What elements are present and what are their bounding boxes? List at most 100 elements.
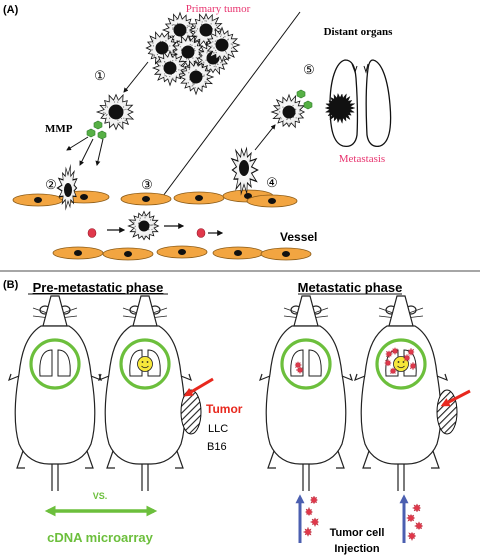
cytoplasm-dot (171, 35, 173, 37)
cytoplasm-dot (282, 106, 284, 108)
panel-b: (B) Pre-metastatic phase Metastatic phas… (3, 279, 471, 555)
cytoplasm-dot (286, 118, 288, 120)
endothelial-nucleus (74, 250, 82, 256)
cytoplasm-dot (193, 48, 196, 50)
cytoplasm-dot (292, 104, 294, 107)
cytoplasm-dot (205, 59, 207, 61)
cytoplasm-dot (299, 110, 301, 112)
cytoplasm-dot (160, 61, 162, 63)
cytoplasm-dot (192, 57, 194, 59)
arrow-to-organ (254, 124, 276, 151)
arrow-mmp-1 (66, 136, 89, 151)
injected-cell (302, 526, 313, 537)
cytoplasm-dot (153, 55, 155, 57)
primary-tumor-label: Primary tumor (186, 3, 251, 15)
cytoplasm-dot (171, 24, 173, 26)
cytoplasm-dot (139, 219, 141, 221)
injected-tumor-cells (302, 495, 424, 542)
cytoplasm-dot (179, 43, 181, 45)
cytoplasm-dot (186, 32, 188, 34)
mouse-tumor-met (354, 295, 458, 491)
right-lung (365, 59, 392, 148)
bronchus (351, 63, 358, 74)
smiley-eye (397, 361, 400, 363)
cytoplasm-dot (175, 59, 177, 61)
cytoplasm-dot (213, 52, 215, 54)
mouse-leg (180, 373, 192, 382)
mouse-leg (175, 450, 184, 469)
cytoplasm-dot (196, 35, 198, 37)
cytoplasm-dot (213, 65, 215, 67)
endothelial-nucleus (244, 193, 252, 199)
extravasating-cell (230, 146, 259, 196)
cytoplasm-dot (144, 235, 146, 238)
cytoplasm-dot (117, 101, 119, 103)
metastasis-spot (385, 350, 393, 359)
cytoplasm-dot (203, 74, 205, 76)
injected-cell (411, 503, 422, 513)
cytoplasm-dot (193, 83, 195, 86)
cytoplasm-dot (204, 20, 206, 22)
cytoplasm-dot (149, 224, 151, 226)
cytoplasm-dot (224, 50, 227, 53)
cytoplasm-dot (151, 224, 153, 226)
lung-highlight-circle (119, 338, 171, 390)
metastasis-spot (403, 353, 411, 362)
cytoplasm-dot (164, 75, 166, 77)
cytoplasm-dot (151, 228, 153, 231)
cytoplasm-dot (150, 224, 152, 227)
cytoplasm-dot (280, 118, 282, 120)
tumor-label: Tumor (206, 402, 243, 416)
cytoplasm-dot (177, 22, 179, 24)
cytoplasm-dot (155, 57, 158, 60)
mouse-body (104, 325, 186, 465)
cytoplasm-dot (133, 221, 135, 224)
cytoplasm-dot (185, 58, 188, 60)
metastasis-label: Metastasis (339, 153, 385, 165)
arrow-mmp-3 (95, 138, 104, 166)
cytoplasm-dot (200, 56, 202, 58)
endothelial-nucleus (80, 194, 88, 200)
cytoplasm-dot (201, 21, 203, 23)
tumor-nucleus (163, 61, 177, 75)
cytoplasm-dot (104, 112, 106, 114)
cytoplasm-dot (139, 217, 141, 219)
cytoplasm-dot (180, 72, 182, 74)
cytoplasm-dot (295, 117, 297, 119)
step-3-label: ③ (141, 177, 153, 192)
cytoplasm-dot (144, 217, 146, 219)
cytoplasm-dot (162, 65, 164, 67)
tumor-nucleus (199, 23, 213, 37)
llc-label: LLC (208, 423, 228, 435)
metastatic-nodule (324, 92, 356, 125)
panel-a-label: (A) (3, 4, 19, 16)
cytoplasm-dot (217, 63, 219, 65)
cytoplasm-dot (159, 65, 161, 67)
tumor-nucleus (282, 105, 296, 119)
mouse-control-pre (8, 295, 102, 491)
cytoplasm-dot (137, 222, 140, 225)
mmp-hexagon (97, 130, 107, 140)
cytoplasm-dot (289, 118, 292, 120)
cytoplasm-dot (169, 75, 171, 78)
vessel-label: Vessel (280, 230, 317, 244)
subcutaneous-tumor (436, 389, 458, 435)
cytoplasm-dot (213, 47, 215, 49)
cytoplasm-dot (195, 69, 197, 71)
mouse-leg (341, 373, 353, 382)
cytoplasm-dot (186, 25, 188, 27)
cytoplasm-dot (167, 38, 170, 40)
cytoplasm-dot (152, 54, 154, 56)
metastasis-spot (390, 347, 400, 356)
mouse-leg (106, 450, 115, 469)
cytoplasm-dot (150, 49, 152, 51)
cytoplasm-dot (103, 112, 105, 114)
mouse-lung-left (39, 349, 53, 377)
cytoplasm-dot (117, 119, 119, 121)
cytoplasm-dot (154, 225, 156, 227)
cytoplasm-dot (222, 36, 225, 39)
cytoplasm-dot (203, 61, 205, 63)
cytoplasm-dot (188, 68, 190, 70)
cytoplasm-dot (152, 42, 154, 44)
